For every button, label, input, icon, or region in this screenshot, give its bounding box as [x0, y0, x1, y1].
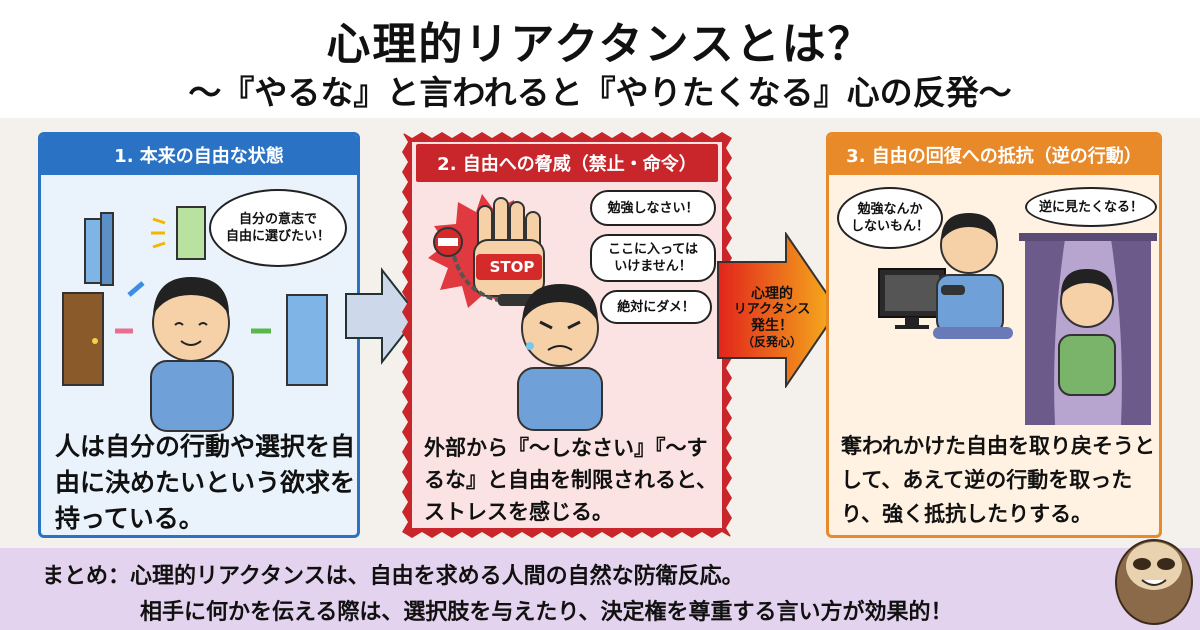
person-frowning-icon [517, 284, 603, 431]
jagged-frame [402, 132, 732, 538]
door-icon [151, 206, 206, 260]
speech-bubble: 勉強なんか しないもん！ [837, 187, 943, 249]
arrow-icon [127, 281, 145, 297]
speech-bubble: ここに入っては いけません！ [590, 234, 716, 282]
panel-2-heading: 2. 自由への脅威（禁止・命令） [416, 144, 718, 182]
reactance-label: 心理的 リアクタンス 発生！ （反発心） [733, 286, 811, 349]
summary-line-2: 相手に何かを伝える際は、選択肢を与えたり、決定権を尊重する言い方が効果的！ [140, 600, 953, 625]
person-peeking-icon [1058, 269, 1116, 396]
thought-bubble: 自分の意志で 自由に選びたい！ [209, 189, 347, 267]
controller-icon [941, 285, 965, 295]
speech-bubble: 勉強しなさい！ [590, 190, 716, 226]
door-icon [62, 292, 104, 386]
chain-icon [452, 255, 499, 302]
page-title: 心理的リアクタンスとは？ [326, 19, 874, 70]
reactance-arrow-icon [717, 232, 840, 388]
resistance-illustration [878, 213, 1157, 425]
stop-hand-icon [473, 197, 545, 297]
door-icon [286, 294, 328, 386]
speech-bubble: 絶対にダメ！ [600, 290, 712, 324]
panel-1-heading: 1. 本来の自由な状態 [41, 135, 357, 175]
person-smiling-icon [150, 277, 234, 432]
door-icon [84, 212, 114, 286]
panel-1-text: 人は自分の行動や選択を自由に決めたいという欲求を持っている。 [55, 432, 356, 533]
no-entry-icon [433, 227, 463, 257]
free-state-illustration [62, 206, 328, 432]
stop-label: STOP [489, 258, 535, 276]
curtain-icon [1019, 233, 1157, 425]
arrow-right-icon [345, 267, 420, 365]
sloth-mascot-icon [1115, 539, 1193, 625]
tv-icon [878, 268, 946, 329]
panel-3-heading: 3. 自由の回復への抵抗（逆の行動） [829, 135, 1159, 175]
panel-threat: 2. 自由への脅威（禁止・命令） STOP 勉強しなさい！ ここに入っては いけ… [402, 132, 732, 538]
panel-resistance: 3. 自由の回復への抵抗（逆の行動） 勉 [826, 132, 1162, 538]
page-subtitle: 〜『やるな』と言われると『やりたくなる』心の反発〜 [188, 73, 1012, 112]
panel-free-state: 1. 本来の自由な状態 [38, 132, 360, 538]
speech-bubble: 逆に見たくなる！ [1025, 187, 1157, 227]
panel-2-text: 外部から『〜しなさい』『〜するな』と自由を制限されると、ストレスを感じる。 [424, 436, 718, 524]
panel-3-text: 奪われかけた自由を取り戻そうとして、あえて逆の行動を取ったり、強く抵抗したりする… [841, 434, 1155, 526]
person-gaming-icon [933, 213, 1013, 339]
summary-bar: まとめ：心理的リアクタンスは、自由を求める人間の自然な防衛反応。 相手に何かを伝… [0, 548, 1200, 630]
header: 心理的リアクタンスとは？ 〜『やるな』と言われると『やりたくなる』心の反発〜 [0, 0, 1200, 118]
summary-line-1: まとめ：心理的リアクタンスは、自由を求める人間の自然な防衛反応。 [42, 564, 744, 589]
